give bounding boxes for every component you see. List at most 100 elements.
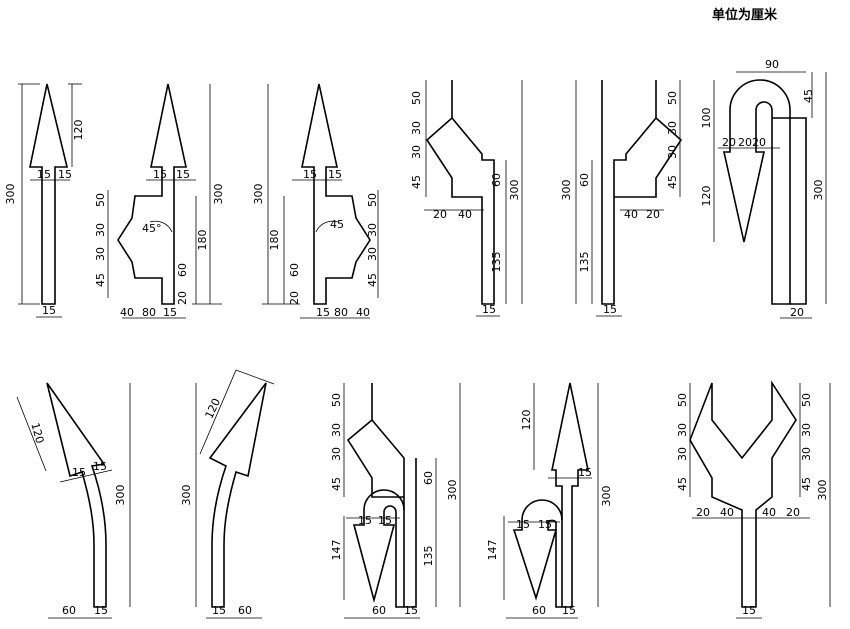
dim-label: 30 (666, 121, 679, 135)
figure-left-curve-arrow: 120 15 15 300 60 15 (16, 382, 131, 619)
dim-label: 147 (486, 540, 499, 561)
dim-label: 300 (4, 184, 17, 205)
dim-label: 300 (600, 486, 613, 507)
dim-label: 300 (508, 180, 521, 201)
dim-label: 30 (94, 223, 107, 237)
figure-right-curve-arrow: 120 300 15 60 (180, 369, 275, 619)
dim-label: 100 (700, 108, 713, 129)
arrow-outline (689, 380, 797, 608)
dim-label: 45 (800, 477, 813, 491)
figure-right-turn-arrow: 300 60 135 50 30 30 45 40 20 15 (560, 80, 683, 317)
dim-label: 120 (700, 186, 713, 207)
dim-label: 45 (330, 218, 344, 231)
arrow-outline (551, 382, 589, 608)
dim-label: 15 (93, 460, 107, 473)
dim-label: 147 (330, 540, 343, 561)
dim-label: 60 (532, 604, 546, 617)
dim-label: 135 (422, 546, 435, 567)
arrow-outline (208, 382, 267, 608)
dim-label: 40 (356, 306, 370, 319)
dim-label: 180 (268, 230, 281, 251)
dim-label: 45 (330, 477, 343, 491)
dim-label: 60 (62, 604, 76, 617)
dim-label: 50 (410, 91, 423, 105)
figure-u-turn-arrow: 90 45 100 20 20 20 120 300 20 (700, 58, 827, 319)
dim-label: 30 (410, 121, 423, 135)
dim-label: 20 (288, 291, 301, 305)
unit-note: 单位为厘米 (712, 8, 778, 23)
dim-label: 45 (410, 175, 423, 189)
dim-label: 120 (72, 120, 85, 141)
dim-label: 50 (800, 393, 813, 407)
dim-label: 45 (802, 89, 815, 103)
dim-label: 300 (560, 180, 573, 201)
arrow-outline (371, 383, 417, 608)
dim-label: 135 (578, 252, 591, 273)
dim-label: 15 (562, 604, 576, 617)
dim-label: 15 (176, 168, 190, 181)
dim-label: 60 (490, 173, 503, 187)
dim-label: 45 (366, 273, 379, 287)
dim-label: 60 (176, 263, 189, 277)
dim-label: 120 (28, 421, 46, 445)
dim-label: 15 (316, 306, 330, 319)
dim-label: 15 (358, 514, 372, 527)
dim-label: 15 (603, 303, 617, 316)
dim-label: 15 (742, 604, 756, 617)
dim-label: 15 (578, 466, 592, 479)
dim-label: 30 (366, 247, 379, 261)
dim-label: 45 (94, 273, 107, 287)
arrow-outline (29, 83, 69, 305)
dim-label: 15 (538, 518, 552, 531)
figure-straight-arrow: 120 300 15 15 15 (4, 83, 85, 318)
figure-straight-or-left-turn-arrow: 50 30 30 45 45° 15 15 300 180 60 20 40 8… (94, 83, 225, 319)
dim-label: 15 (37, 168, 51, 181)
dim-label: 40 (762, 506, 776, 519)
dim-label: 40 (120, 306, 134, 319)
dim-label: 50 (366, 193, 379, 207)
dim-label: 15 (163, 306, 177, 319)
arrow-outline (46, 382, 107, 608)
dim-label: 60 (288, 263, 301, 277)
arrow-outline (425, 80, 495, 305)
dim-label: 300 (180, 485, 193, 506)
dim-label: 30 (800, 447, 813, 461)
dim-label: 30 (676, 447, 689, 461)
dim-label: 135 (490, 252, 503, 273)
dim-label: 15 (212, 604, 226, 617)
dim-label: 30 (330, 423, 343, 437)
dim-label: 50 (666, 91, 679, 105)
arrow-outline (723, 79, 791, 305)
arrow-outline (301, 83, 371, 305)
dim-label: 20 (646, 208, 660, 221)
figure-straight-and-u-turn-arrow: 120 15 300 15 15 147 60 15 (486, 382, 613, 619)
dim-label: 15 (516, 518, 530, 531)
dim-label: 40 (624, 208, 638, 221)
dim-label: 40 (720, 506, 734, 519)
dim-label: 300 (252, 184, 265, 205)
figure-left-turn-arrow: 50 30 30 45 20 40 60 300 135 15 (410, 80, 523, 317)
dim-label: 120 (202, 396, 223, 421)
dim-label: 180 (196, 230, 209, 251)
dim-label: 30 (666, 145, 679, 159)
dim-label: 20 (696, 506, 710, 519)
dim-label: 300 (816, 480, 829, 501)
dim-label: 15 (58, 168, 72, 181)
dim-label: 15 (72, 466, 86, 479)
dim-label: 20 (738, 136, 752, 149)
dim-label: 15 (328, 168, 342, 181)
dim-label: 20 (752, 136, 766, 149)
dim-label: 50 (676, 393, 689, 407)
dim-label: 30 (94, 247, 107, 261)
dim-label: 15 (42, 304, 56, 317)
dim-label: 30 (366, 223, 379, 237)
dim-label: 300 (114, 485, 127, 506)
dim-label: 80 (334, 306, 348, 319)
dim-label: 15 (303, 168, 317, 181)
dim-label: 15 (94, 604, 108, 617)
dim-label: 120 (520, 410, 533, 431)
dim-label: 20 (790, 306, 804, 319)
dim-label: 60 (578, 173, 591, 187)
